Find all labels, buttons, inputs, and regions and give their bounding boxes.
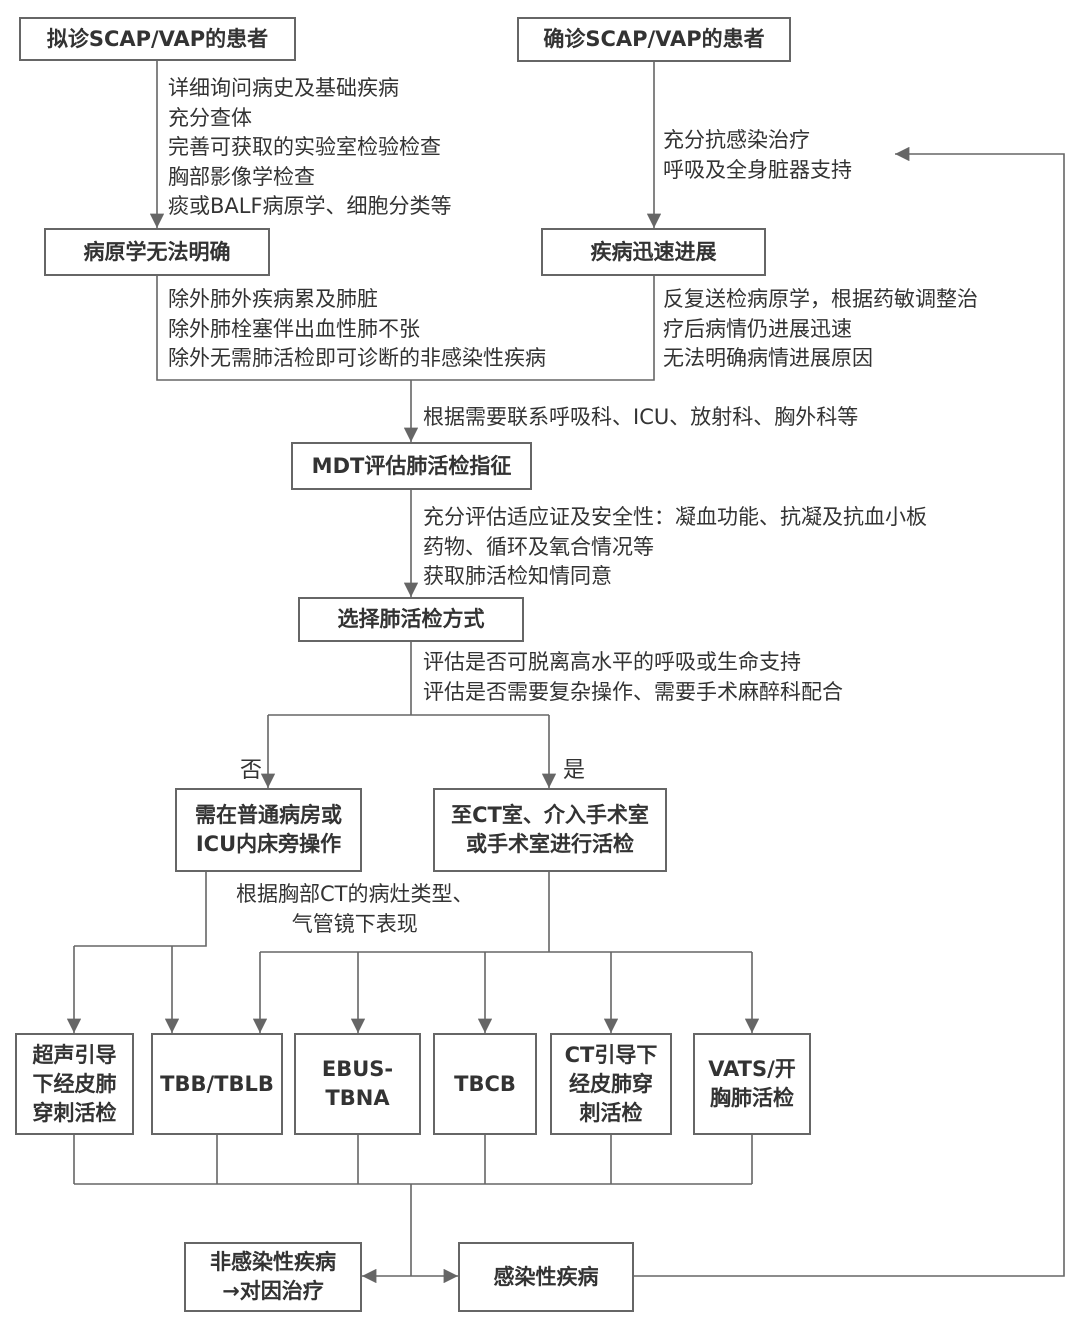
label-no: 否 [240, 758, 263, 783]
note-assess: 评估是否可脱离高水平的呼吸或生命支持 评估是否需要复杂操作、需要手术麻醉科配合 [423, 650, 843, 704]
connector-unclear-merge [156, 276, 411, 381]
node-tbcb: TBCB [433, 1033, 537, 1135]
label-yes: 是 [563, 758, 586, 783]
note-evaluate: 充分评估适应证及安全性：凝血功能、抗凝及抗血小板 药物、循环及氧合情况等 获取肺… [423, 505, 927, 588]
connector-bedside-down [74, 872, 207, 947]
note-ct-type: 根据胸部CT的病灶类型、 气管镜下表现 [236, 882, 474, 936]
node-progress: 疾病迅速进展 [541, 228, 766, 276]
node-unclear: 病原学无法明确 [44, 228, 270, 276]
connector-progress-merge [411, 276, 655, 381]
node-infectious: 感染性疾病 [458, 1242, 634, 1312]
node-ebus: EBUS- TBNA [294, 1033, 421, 1135]
note-treatment: 充分抗感染治疗 呼吸及全身脏器支持 [663, 128, 852, 182]
note-exclude: 除外肺外疾病累及肺脏 除外肺栓塞伴出血性肺不张 除外无需肺活检即可诊断的非感染性… [168, 287, 546, 370]
node-mdt: MDT评估肺活检指征 [291, 442, 532, 490]
node-tbb: TBB/TBLB [151, 1033, 283, 1135]
node-ct-room: 至CT室、介入手术室 或手术室进行活检 [433, 788, 667, 872]
note-workup: 详细询问病史及基础疾病 充分查体 完善可获取的实验室检验检查 胸部影像学检查 痰… [168, 76, 452, 218]
note-progress-reasons: 反复送检病原学，根据药敏调整治 疗后病情仍进展迅速 无法明确病情进展原因 [663, 287, 978, 370]
node-ultrasound: 超声引导 下经皮肺 穿刺活检 [15, 1033, 134, 1135]
node-ct-guided: CT引导下 经皮肺穿 刺活检 [550, 1033, 672, 1135]
note-consult: 根据需要联系呼吸科、ICU、放射科、胸外科等 [423, 405, 859, 429]
node-confirmed: 确诊SCAP/VAP的患者 [517, 17, 791, 62]
node-suspected: 拟诊SCAP/VAP的患者 [19, 17, 296, 61]
node-vats: VATS/开 胸肺活检 [693, 1033, 811, 1135]
node-bedside: 需在普通病房或 ICU内床旁操作 [175, 788, 362, 872]
node-noninfectious: 非感染性疾病 →对因治疗 [184, 1242, 362, 1312]
node-select: 选择肺活检方式 [298, 597, 524, 642]
connector-infectious-feedback [634, 146, 1065, 1277]
